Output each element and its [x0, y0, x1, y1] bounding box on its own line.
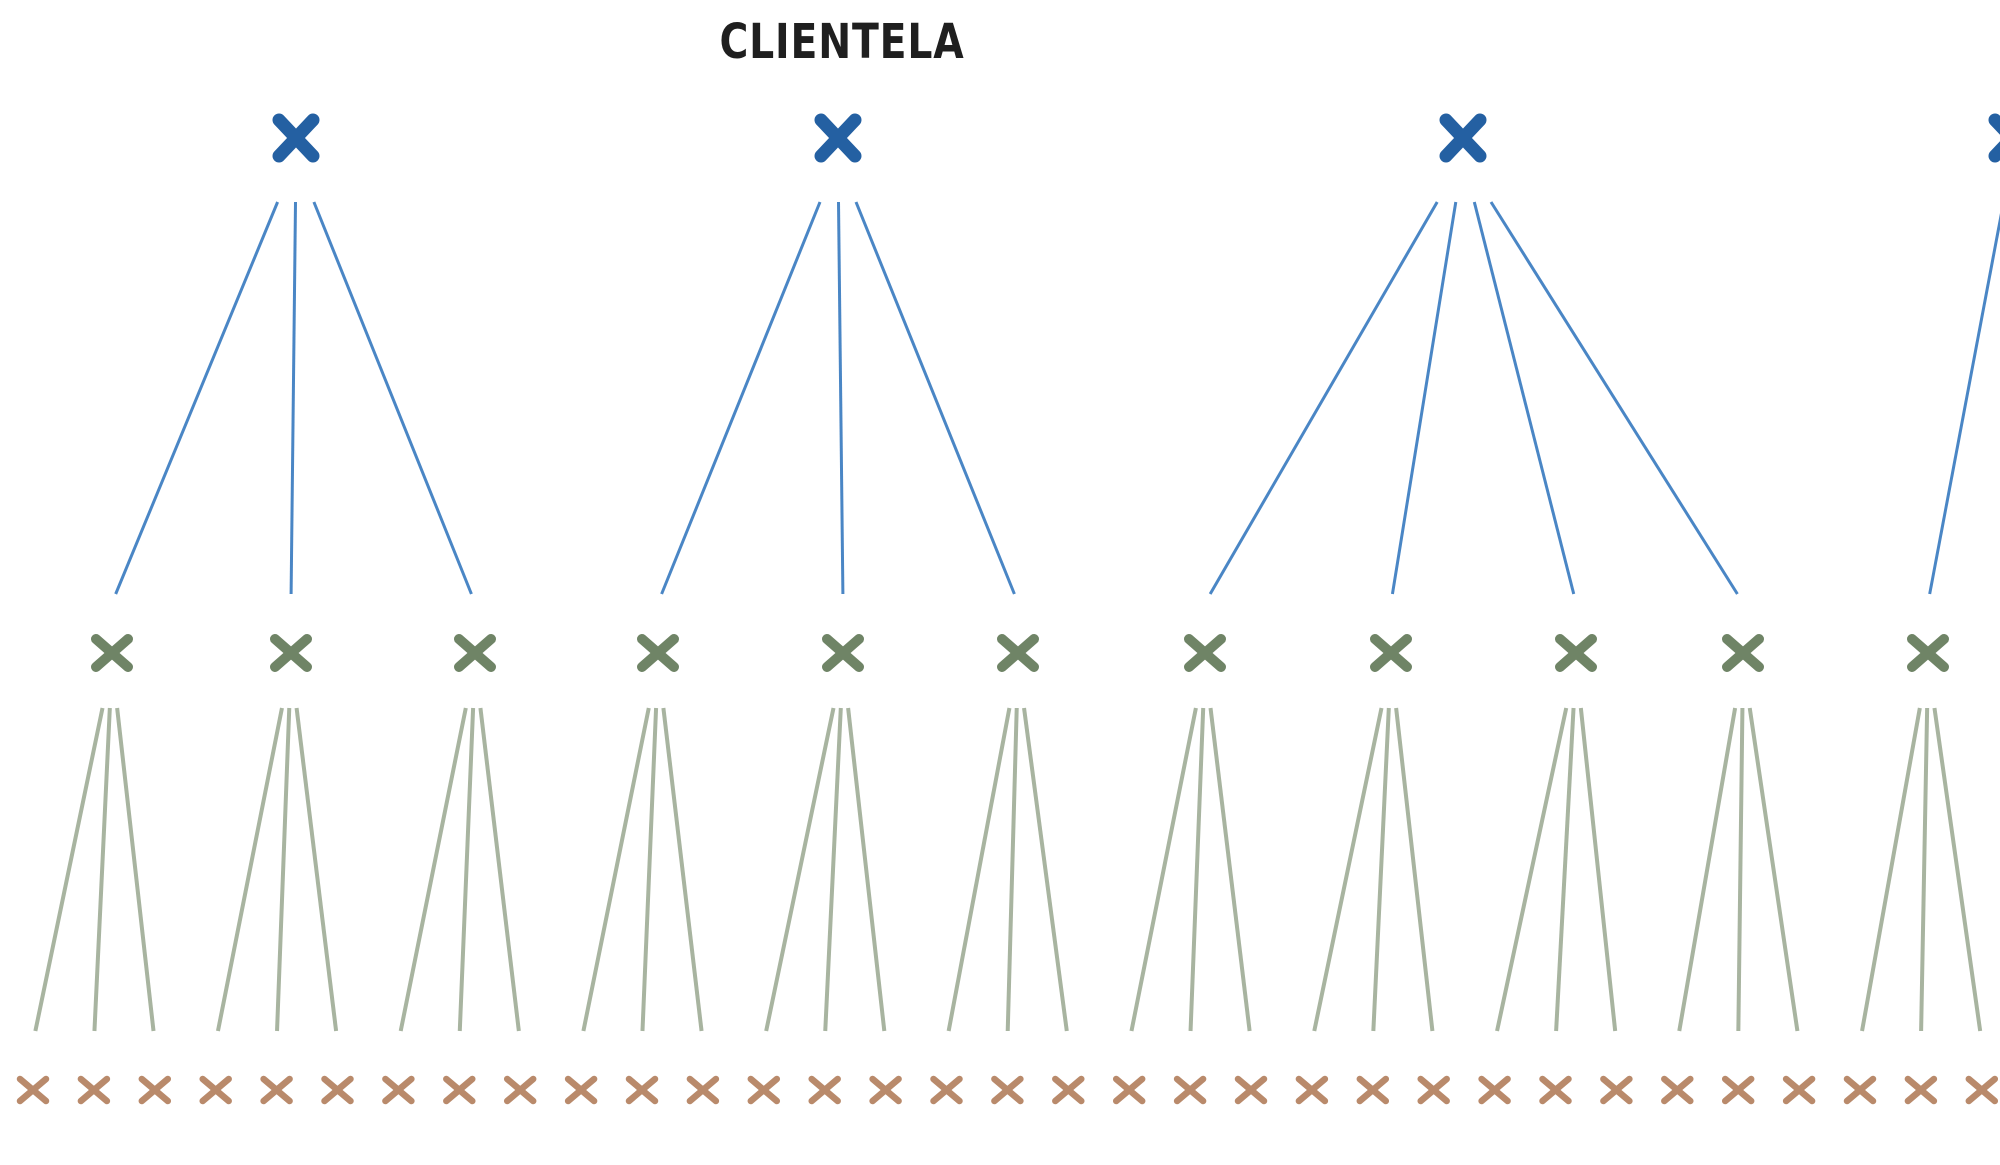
level2-link — [115, 707, 156, 1032]
level2-link — [294, 707, 339, 1032]
level2-node-x-icon — [822, 634, 864, 672]
level2-node-x-icon — [997, 634, 1039, 672]
level2-link — [275, 707, 292, 1032]
level3-node-x-icon — [1904, 1075, 1938, 1105]
level2-link — [1736, 707, 1745, 1032]
level1-link — [1472, 201, 1576, 595]
level2-link — [1005, 707, 1019, 1032]
level2-link — [1208, 707, 1252, 1032]
level3-node-x-icon — [991, 1075, 1024, 1105]
level3-node-x-icon — [1417, 1075, 1450, 1105]
level2-link — [33, 707, 105, 1032]
level2-link — [1677, 707, 1738, 1032]
level3-node-x-icon — [1721, 1075, 1755, 1105]
level2-link — [1371, 707, 1391, 1032]
level2-node-x-icon — [91, 634, 133, 672]
level3-node-x-icon — [564, 1075, 598, 1105]
level3-node-x-icon — [1782, 1075, 1816, 1105]
diagram-title: CLIENTELA — [719, 14, 965, 70]
level1-link — [660, 201, 822, 595]
level3-node-x-icon — [1234, 1075, 1268, 1105]
level2-link — [946, 707, 1012, 1032]
level3-node-x-icon — [321, 1075, 354, 1105]
level3-node-x-icon — [747, 1075, 781, 1105]
level3-node-x-icon — [16, 1075, 50, 1105]
level1-link — [1928, 212, 2000, 595]
level2-link — [478, 707, 521, 1032]
level1-link — [837, 201, 845, 595]
level1-link — [312, 201, 473, 595]
level3-node-x-icon — [1843, 1075, 1877, 1105]
level3-node-x-icon — [382, 1075, 415, 1105]
level2-link — [823, 707, 843, 1032]
level2-link — [1860, 707, 1922, 1032]
level3-node-x-icon — [1052, 1075, 1085, 1105]
level3-node-x-icon — [1112, 1075, 1146, 1105]
level2-link — [1578, 707, 1618, 1032]
level2-link — [1495, 707, 1569, 1032]
level1-link — [114, 201, 279, 595]
level3-node-x-icon — [869, 1075, 902, 1105]
level2-node-x-icon — [454, 634, 496, 672]
level3-node-x-icon — [138, 1075, 172, 1105]
level2-link — [846, 707, 887, 1032]
level2-link — [764, 707, 836, 1032]
level1-link — [854, 201, 1016, 595]
level1-node-x-icon — [272, 113, 320, 163]
level2-link — [92, 707, 112, 1032]
level3-node-x-icon — [77, 1075, 111, 1105]
level2-link — [1312, 707, 1384, 1032]
level3-node-x-icon — [1600, 1075, 1633, 1105]
level3-node-x-icon — [1965, 1075, 1999, 1105]
level2-link — [1022, 707, 1069, 1032]
level3-node-x-icon — [503, 1075, 537, 1105]
level1-link — [1489, 201, 1739, 595]
level2-link — [640, 707, 659, 1032]
level2-link — [1919, 707, 1930, 1032]
level1-node-x-icon — [1439, 113, 1487, 163]
level2-link — [398, 707, 468, 1032]
level1-link — [289, 201, 297, 595]
level2-link — [1188, 707, 1206, 1032]
level2-node-x-icon — [1722, 634, 1764, 672]
level2-link — [1747, 707, 1800, 1032]
level2-node-x-icon — [1184, 634, 1226, 672]
level3-node-x-icon — [199, 1075, 232, 1105]
level2-node-x-icon — [1370, 634, 1412, 672]
level3-node-x-icon — [930, 1075, 963, 1105]
level3-node-x-icon — [686, 1075, 720, 1105]
level3-node-x-icon — [1539, 1075, 1572, 1105]
level2-link — [1129, 707, 1198, 1032]
level2-link — [1554, 707, 1576, 1032]
level1-node-x-icon — [1988, 113, 2000, 163]
level3-node-x-icon — [1478, 1075, 1511, 1105]
level3-node-x-icon — [1173, 1075, 1207, 1105]
level3-node-x-icon — [443, 1075, 476, 1105]
level2-link — [457, 707, 476, 1032]
level1-link — [1390, 201, 1458, 595]
level1-node-x-icon — [814, 113, 862, 163]
level2-link — [581, 707, 651, 1032]
level2-node-x-icon — [637, 634, 679, 672]
level3-node-x-icon — [625, 1075, 659, 1105]
level3-node-x-icon — [260, 1075, 293, 1105]
level3-node-x-icon — [1356, 1075, 1390, 1105]
level2-node-x-icon — [1907, 634, 1949, 672]
level2-node-x-icon — [1555, 634, 1597, 672]
level3-node-x-icon — [1295, 1075, 1329, 1105]
level2-link — [1932, 707, 1983, 1032]
level3-node-x-icon — [808, 1075, 841, 1105]
level2-link — [215, 707, 284, 1032]
level3-node-x-icon — [1661, 1075, 1694, 1105]
level2-link — [661, 707, 704, 1032]
level1-link — [1208, 201, 1439, 595]
level2-node-x-icon — [270, 634, 312, 672]
level2-link — [1394, 707, 1435, 1032]
